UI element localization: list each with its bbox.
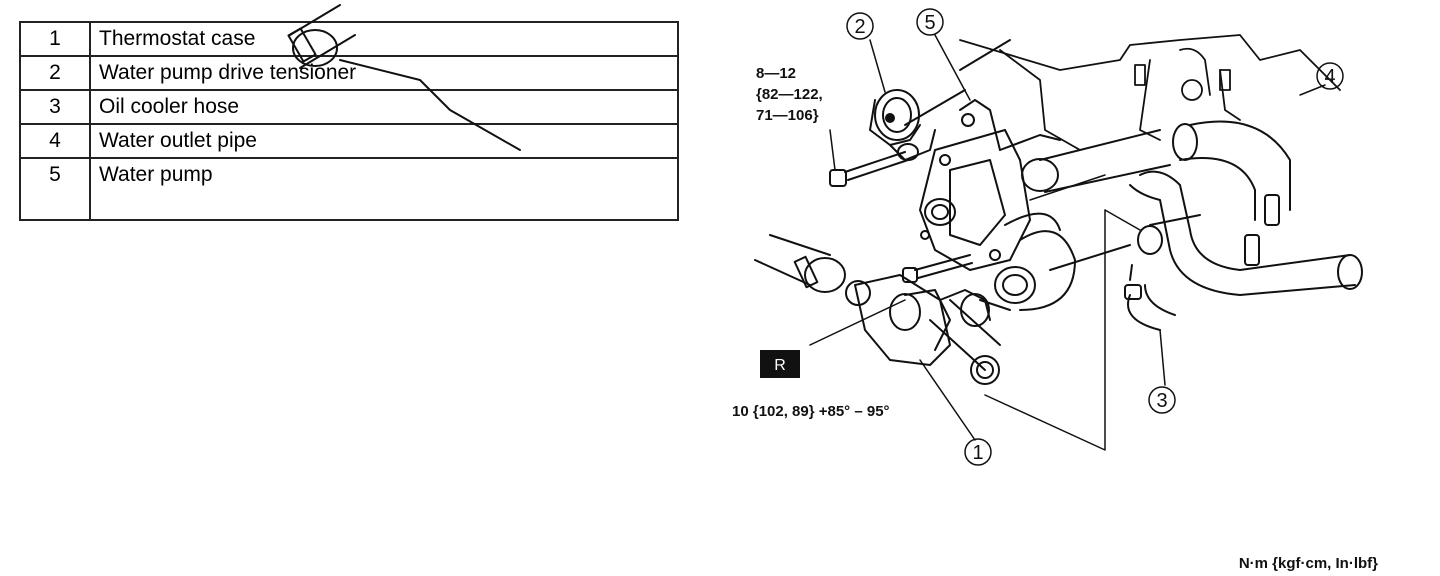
tensioner-bolt: [829, 151, 909, 187]
callout-2: 2: [846, 12, 874, 40]
legend-row: 2 Water pump drive tensioner: [19, 55, 679, 91]
legend-number: 1: [19, 21, 91, 57]
parts-legend-table: 1 Thermostat case 2 Water pump drive ten…: [19, 21, 679, 221]
oil-cooler-hose: [1124, 264, 1176, 331]
legend-label: Water pump: [89, 157, 679, 221]
engine-block-outline: [959, 34, 1341, 151]
legend-row: 1 Thermostat case: [19, 21, 679, 57]
torque-label-lower: 10 {102, 89} +85° – 95°: [732, 403, 890, 420]
callout-4: 4: [1316, 62, 1344, 90]
legend-label: Oil cooler hose: [89, 89, 679, 125]
pump-outlet-pipe: [1021, 129, 1171, 193]
legend-label: Thermostat case: [89, 21, 679, 57]
callout-5: 5: [916, 8, 944, 36]
thermostat-case: [845, 274, 1001, 385]
units-caption: N·m {kgf·cm, In·lbf}: [1239, 555, 1378, 572]
upper-hose: [287, 4, 1011, 151]
svg-text:{82—122,: {82—122,: [756, 86, 823, 103]
legend-number: 2: [19, 55, 91, 91]
lower-left-hose: [754, 234, 846, 293]
legend-row: 3 Oil cooler hose: [19, 89, 679, 125]
legend-number: 4: [19, 123, 91, 159]
legend-number: 3: [19, 89, 91, 125]
legend-label: Water outlet pipe: [89, 123, 679, 159]
callout-3: 3: [1148, 386, 1176, 414]
callout-1: 1: [964, 438, 992, 466]
legend-label: Water pump drive tensioner: [89, 55, 679, 91]
legend-row: 5 Water pump: [19, 157, 679, 221]
water-pump: [919, 99, 1061, 271]
svg-text:4: 4: [1324, 66, 1335, 88]
reuse-marker-badge: R: [760, 350, 800, 378]
water-pump-drive-tensioner: [869, 89, 936, 161]
svg-text:71—106}: 71—106}: [756, 107, 819, 124]
legend-number: 5: [19, 157, 91, 221]
svg-text:3: 3: [1156, 390, 1167, 412]
svg-text:2: 2: [854, 16, 865, 38]
elbow-hose: [979, 212, 1131, 311]
thermostat-bolt: [902, 254, 973, 283]
svg-text:8—12: 8—12: [756, 65, 796, 82]
legend-row: 4 Water outlet pipe: [19, 123, 679, 159]
svg-text:5: 5: [924, 12, 935, 34]
torque-label-upper: 8—12 {82—122, 71—106}: [756, 65, 823, 124]
svg-text:R: R: [774, 357, 786, 374]
svg-text:1: 1: [972, 442, 983, 464]
water-outlet-pipe: [1129, 120, 1363, 296]
leader-lines: [809, 34, 1326, 451]
